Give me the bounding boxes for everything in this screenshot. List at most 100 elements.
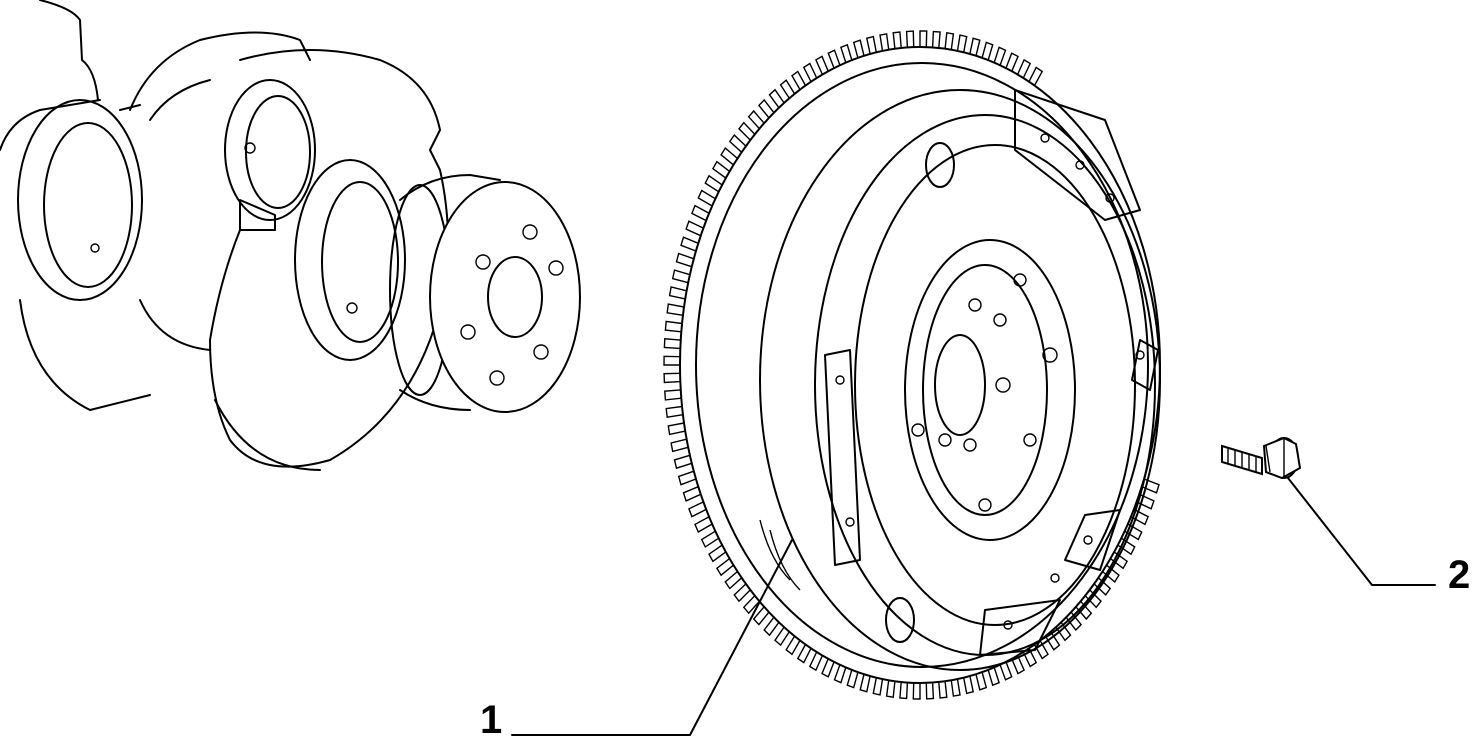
gear-tooth — [667, 422, 686, 436]
gear-tooth — [738, 121, 756, 141]
gear-tooth — [1033, 640, 1049, 660]
gear-tooth — [919, 30, 928, 48]
gear-tooth — [925, 682, 935, 700]
gear-tooth — [808, 651, 824, 672]
gear-tooth — [1005, 52, 1019, 72]
gear-tooth — [1028, 66, 1044, 86]
gear-tooth — [859, 674, 871, 693]
gear-tooth — [668, 286, 687, 300]
callout-label-2: 2 — [1448, 553, 1471, 597]
gear-tooth — [827, 49, 841, 69]
gear-tooth — [1130, 508, 1149, 526]
gear-tooth — [802, 62, 818, 83]
gear-tooth — [733, 583, 751, 603]
gear-tooth — [791, 70, 807, 90]
gear-tooth — [1084, 589, 1102, 609]
gear-tooth — [680, 236, 699, 252]
gear-tooth — [785, 635, 801, 656]
gear-tooth — [852, 39, 865, 58]
ring-gear-teeth — [663, 30, 1160, 700]
gear-tooth — [821, 658, 835, 678]
gear-tooth — [763, 616, 780, 637]
gear-tooth — [1109, 551, 1129, 570]
gear-tooth — [704, 174, 723, 193]
gear-tooth — [879, 33, 890, 52]
gear-tooth — [742, 595, 760, 615]
gear-tooth — [747, 109, 765, 130]
gear-tooth — [670, 438, 689, 453]
flywheel-drawing — [663, 30, 1161, 700]
gear-tooth — [846, 669, 859, 689]
gear-tooth — [1065, 611, 1083, 632]
gear-tooth — [673, 454, 692, 470]
gear-tooth — [872, 677, 884, 696]
gear-tooth — [1141, 478, 1160, 494]
gear-tooth — [1011, 655, 1025, 675]
gear-tooth — [796, 644, 812, 664]
leader-line-2 — [1287, 477, 1436, 586]
gear-tooth — [694, 516, 713, 533]
gear-tooth — [944, 31, 955, 50]
gear-tooth — [664, 389, 682, 401]
gear-tooth — [993, 46, 1007, 66]
gear-tooth — [999, 661, 1013, 681]
gear-tooth — [981, 41, 994, 61]
gear-tooth — [1044, 631, 1061, 651]
gear-tooth — [905, 30, 915, 48]
bolt-drawing — [1221, 436, 1302, 480]
gear-tooth — [865, 35, 877, 55]
gear-tooth — [663, 372, 681, 384]
gear-tooth — [840, 43, 853, 63]
gear-tooth — [664, 320, 683, 333]
gear-tooth — [1124, 523, 1143, 541]
leader-line-1 — [511, 539, 793, 736]
gear-tooth — [987, 667, 1000, 687]
callout-leaders — [511, 477, 1436, 736]
gear-tooth — [1016, 58, 1032, 79]
gear-tooth — [700, 530, 720, 548]
gear-tooth — [724, 570, 743, 590]
gear-tooth — [677, 470, 697, 486]
gear-tooth — [720, 147, 738, 166]
gear-tooth — [752, 606, 770, 626]
gear-tooth — [938, 681, 948, 699]
gear-tooth — [757, 98, 775, 119]
gear-tooth — [833, 664, 847, 684]
gear-tooth — [715, 558, 734, 577]
gear-tooth — [691, 204, 710, 222]
gear-tooth — [697, 189, 716, 207]
gear-tooth — [950, 678, 961, 697]
gear-tooth — [663, 355, 681, 366]
gear-tooth — [675, 252, 695, 268]
gear-tooth — [892, 31, 902, 49]
gear-tooth — [779, 79, 796, 99]
gear-tooth — [663, 338, 681, 350]
gear-tooth — [711, 160, 731, 179]
gear-tooth — [969, 37, 981, 56]
crankshaft-drawing — [0, 0, 581, 471]
gear-tooth — [708, 544, 727, 563]
gear-tooth — [685, 220, 704, 237]
gear-tooth — [885, 680, 896, 699]
gear-tooth — [912, 682, 921, 700]
callout-label-1: 1 — [480, 698, 503, 742]
gear-tooth — [931, 30, 941, 49]
gear-tooth — [1055, 621, 1072, 642]
gear-tooth — [1117, 537, 1136, 556]
gear-tooth — [671, 269, 691, 284]
gear-tooth — [1022, 647, 1038, 668]
gear-tooth — [682, 486, 701, 502]
gear-tooth — [666, 303, 685, 316]
gear-tooth — [1136, 493, 1155, 510]
gear-tooth — [728, 134, 747, 153]
gear-tooth — [1075, 600, 1093, 621]
gear-tooth — [1102, 564, 1120, 583]
gear-tooth — [688, 501, 707, 518]
gear-tooth — [774, 626, 790, 647]
gear-tooth — [956, 34, 968, 53]
gear-tooth — [899, 681, 909, 700]
gear-tooth — [1093, 577, 1112, 596]
gear-tooth — [963, 675, 975, 695]
